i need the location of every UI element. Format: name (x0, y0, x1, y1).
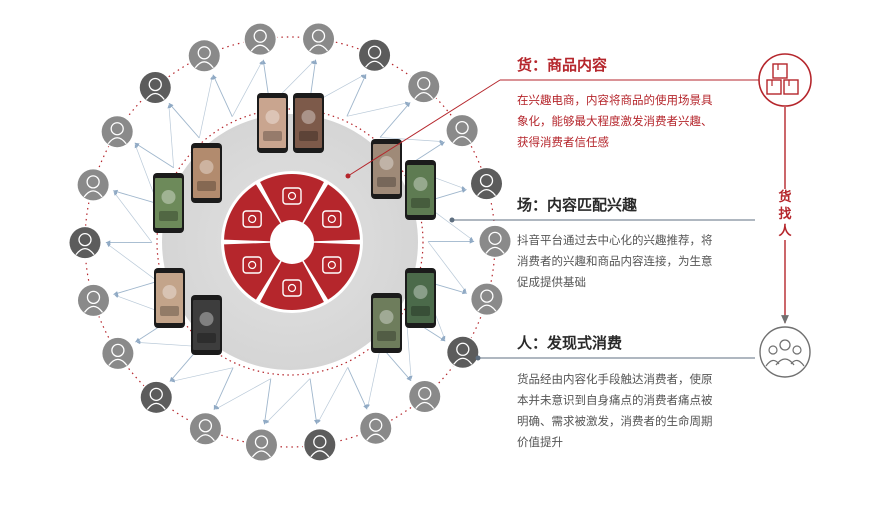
people-title: 人：发现式消费 (517, 334, 623, 352)
beauty-icon (260, 174, 324, 223)
more-icon (260, 261, 324, 310)
people-line: 货品经由内容化手段触达消费者，使原 (517, 372, 713, 386)
scene-line: 促成提供基础 (517, 275, 586, 289)
spoke-arrow (346, 73, 367, 117)
box-stack-icon (758, 53, 812, 107)
person-avatar-icon (100, 114, 135, 149)
people-line: 价值提升 (517, 435, 563, 449)
spoke-arrow (262, 378, 272, 425)
scene-dot (449, 217, 455, 223)
spoke-arrow (198, 75, 214, 139)
scene-line: 消费者的兴趣和商品内容连接，为生意 (517, 254, 713, 268)
phone-screen (154, 268, 185, 328)
flow-char: 找 (778, 207, 792, 222)
phone-screen (191, 295, 222, 355)
spoke-arrow (427, 241, 467, 293)
spoke-arrow (168, 102, 200, 139)
goods-line: 在兴趣电商，内容将商品的使用场景具 (517, 93, 713, 107)
apparel-icon (224, 184, 281, 242)
spoke-arrow (379, 102, 411, 138)
spoke-arrow (231, 60, 263, 117)
spoke-arrow (213, 367, 234, 411)
spoke-arrow (134, 142, 174, 169)
spoke-arrow (212, 74, 233, 117)
person-avatar-icon (100, 336, 135, 371)
inner-ring (156, 108, 424, 376)
person-avatar-icon (76, 167, 111, 202)
person-avatar-icon (445, 113, 480, 148)
spoke-arrow (167, 104, 175, 168)
phone-screen (191, 143, 222, 203)
spoke-arrow (317, 367, 349, 424)
person-avatar-icon (243, 22, 278, 57)
spoke-arrow (112, 189, 158, 204)
person-avatar-icon (357, 38, 392, 73)
scene-title: 场：内容匹配兴趣 (517, 196, 638, 214)
phone-screen (153, 173, 184, 233)
phone-screen (257, 93, 288, 153)
person-avatar-icon (139, 380, 174, 415)
person-avatar-icon (358, 411, 393, 446)
spoke-arrow (265, 378, 311, 424)
goods-line: 象化，能够最大程度激发消费者兴趣、 (517, 114, 713, 128)
goods-line: 获得消费者信任感 (517, 135, 609, 149)
people-line: 明确、需求被激发，消费者的生命周期 (517, 414, 713, 428)
spoke-arrow (380, 137, 444, 144)
flow-char: 货 (778, 190, 792, 205)
person-avatar-icon (244, 428, 279, 463)
people-line: 本并未意识到自身痛点的消费者痛点被 (517, 393, 713, 407)
spoke-arrow (309, 378, 319, 425)
person-avatar-icon (477, 224, 512, 259)
flow-label: 货 找 人 (777, 189, 793, 240)
person-avatar-icon (302, 427, 337, 462)
dining-icon (303, 184, 360, 242)
phone-screen (405, 268, 436, 328)
phone-screen (405, 160, 436, 220)
person-avatar-icon (406, 69, 441, 104)
goods-title: 货：商品内容 (517, 56, 608, 74)
spoke-arrow (346, 101, 409, 117)
person-avatar-icon (188, 411, 223, 446)
spoke-arrow (171, 367, 234, 383)
spoke-arrow (136, 340, 200, 347)
scene-line: 抖音平台通过去中心化的兴趣推荐，将 (517, 233, 713, 247)
phone-screen (371, 293, 402, 353)
gaming-icon (303, 242, 360, 300)
wheel-center-label: ... (287, 236, 298, 249)
spoke-arrow (113, 280, 158, 296)
flow-char: 人 (778, 224, 792, 239)
spoke-arrow (215, 378, 271, 410)
phone-screen (371, 139, 402, 199)
phone-screen (293, 93, 324, 153)
person-avatar-icon (469, 282, 504, 317)
person-avatar-icon (68, 225, 103, 260)
person-avatar-icon (138, 70, 173, 105)
person-avatar-icon (407, 379, 442, 414)
scene-description: 抖音平台通过去中心化的兴趣推荐，将 消费者的兴趣和商品内容连接，为生意 促成提供… (517, 230, 757, 293)
person-avatar-icon (469, 166, 504, 201)
spoke-arrow (366, 345, 382, 409)
person-avatar-icon (445, 335, 480, 370)
goods-description: 在兴趣电商，内容将商品的使用场景具 象化，能够最大程度激发消费者兴趣、 获得消费… (517, 90, 757, 153)
goods-dot (345, 173, 351, 179)
people-dot (475, 355, 481, 361)
goods-connector (347, 79, 501, 177)
category-wheel: ... (221, 171, 363, 313)
phone-screens (153, 93, 436, 355)
person-avatar-icon (301, 21, 336, 56)
spoke-arrow (113, 191, 153, 243)
crowd-icon (759, 326, 811, 378)
people-description: 货品经由内容化手段触达消费者，使原 本并未意识到自身痛点的消费者痛点被 明确、需… (517, 369, 757, 453)
person-avatar-icon (187, 38, 222, 73)
spoke-arrow (347, 367, 368, 410)
pets-icon (224, 242, 281, 300)
person-avatar-icon (76, 283, 111, 318)
consumer-avatars (68, 21, 512, 463)
spoke-arrow (106, 243, 158, 282)
